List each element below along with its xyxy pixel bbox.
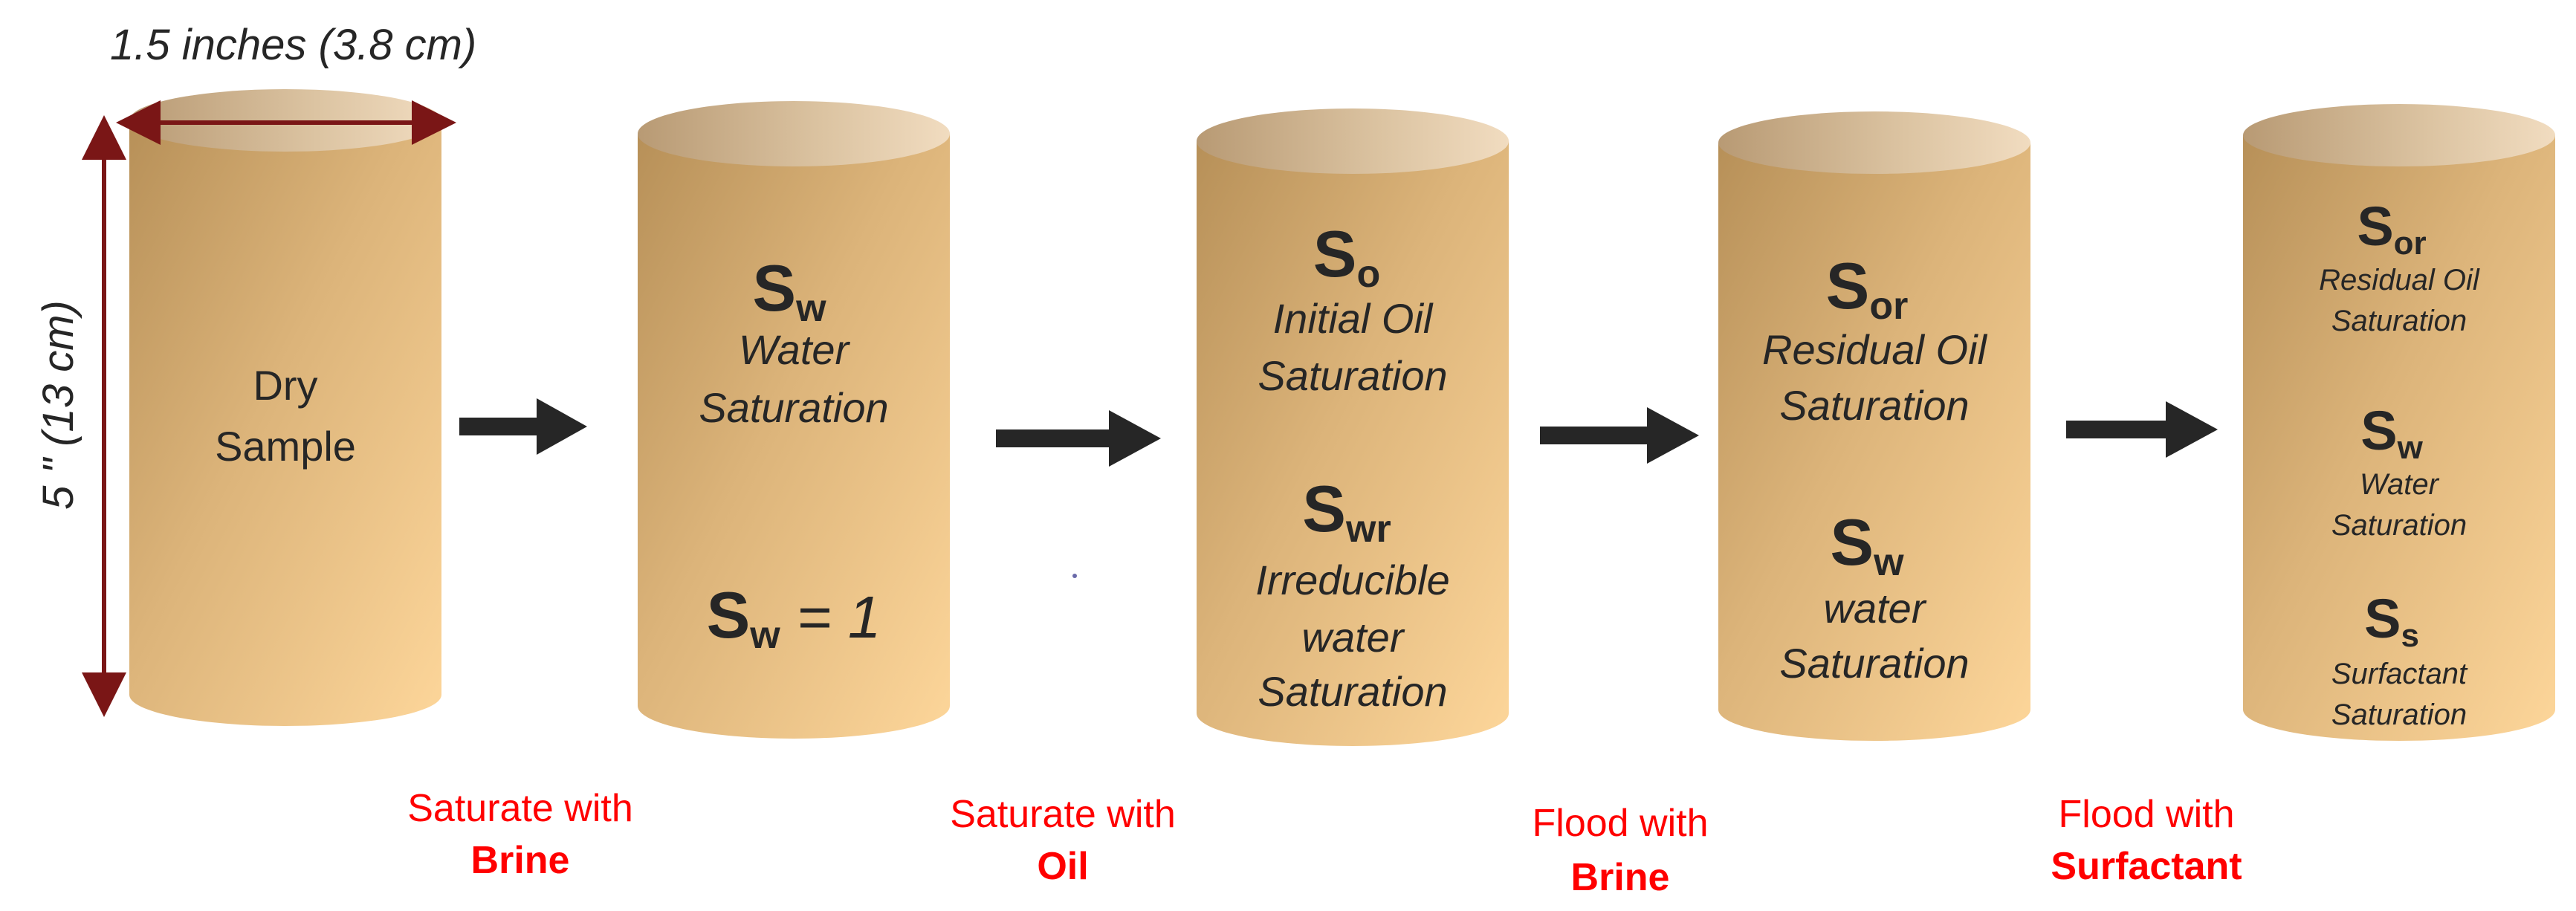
core-sample-5 <box>2243 104 2555 741</box>
symbol-sub: w <box>749 614 780 657</box>
saturation-symbol: Sw <box>1830 505 1904 584</box>
arrow-step-4 <box>2066 401 2218 458</box>
core-3-line-3: Saturation <box>1258 352 1447 399</box>
core-1-labels: Dry Sample <box>215 362 356 470</box>
symbol-main: S <box>1302 472 1346 545</box>
saturation-symbol: Sw <box>752 251 826 330</box>
step-caption-1: Saturate with Brine <box>407 787 633 882</box>
diameter-label: 1.5 inches (3.8 cm) <box>110 21 476 69</box>
core-3-line-2: Initial Oil <box>1273 295 1434 342</box>
core-3-line-7: Saturation <box>1258 668 1447 715</box>
step-1-line-2: Brine <box>471 839 570 882</box>
symbol-main: S <box>1826 249 1870 322</box>
sw-equals-one: Sw = 1 <box>707 578 881 657</box>
core-2-labels: Sw Water Saturation Sw = 1 <box>699 251 888 657</box>
symbol-sub: o <box>1356 253 1380 296</box>
core-3-line-6: water <box>1302 614 1405 661</box>
core-4-labels: Sor Residual Oil Saturation Sw water Sat… <box>1762 249 1987 687</box>
core-3-labels: So Initial Oil Saturation Swr Irreducibl… <box>1255 217 1449 715</box>
saturation-symbol: Sor <box>2357 195 2426 262</box>
core-4-line-2: Residual Oil <box>1762 326 1987 373</box>
core-5-line-5: Water <box>2360 468 2440 501</box>
symbol-main: S <box>1313 217 1357 291</box>
core-1-line-1: Dry <box>253 362 317 409</box>
saturation-symbol: Swr <box>1302 472 1391 551</box>
symbol-main: S <box>752 251 796 325</box>
core-5-line-9: Saturation <box>2331 698 2467 731</box>
symbol-sub: or <box>2394 225 2427 262</box>
stray-dot <box>1072 574 1077 578</box>
step-4-line-1: Flood with <box>2059 793 2235 836</box>
core-sample-3 <box>1197 108 1509 746</box>
core-5-labels: Sor Residual Oil Saturation Sw Water Sat… <box>2319 195 2480 731</box>
arrow-step-3 <box>1540 407 1699 464</box>
core-4-line-5: water <box>1824 585 1927 632</box>
step-caption-3: Flood with Brine <box>1533 802 1709 899</box>
step-1-line-1: Saturate with <box>407 787 633 830</box>
symbol-sub: w <box>2397 429 2424 466</box>
symbol-sub: w <box>795 287 826 330</box>
step-2-line-1: Saturate with <box>950 793 1176 836</box>
core-5-line-3: Saturation <box>2331 305 2467 337</box>
symbol-main: S <box>1830 505 1874 579</box>
symbol-main: S <box>707 578 751 652</box>
step-3-line-2: Brine <box>1571 856 1670 899</box>
core-sample-2 <box>638 101 950 739</box>
symbol-sub: or <box>1869 285 1908 328</box>
step-3-line-1: Flood with <box>1533 802 1709 845</box>
core-4-line-6: Saturation <box>1779 640 1969 687</box>
step-2-line-2: Oil <box>1037 845 1088 888</box>
symbol-main: S <box>2360 400 2397 461</box>
symbol-main: S <box>2357 195 2393 257</box>
core-4-line-3: Saturation <box>1779 382 1969 429</box>
step-4-line-2: Surfactant <box>2051 845 2242 888</box>
arrow-step-1 <box>459 398 587 455</box>
step-caption-4: Flood with Surfactant <box>2051 793 2242 888</box>
saturation-symbol: Sw <box>2360 400 2423 466</box>
core-5-line-2: Residual Oil <box>2319 264 2480 296</box>
symbol-sub: s <box>2401 617 2418 654</box>
saturation-symbol: So <box>1313 217 1380 296</box>
symbol-suffix: = 1 <box>780 584 881 650</box>
symbol-sub: w <box>1873 541 1904 584</box>
saturation-symbol: Sor <box>1826 249 1909 328</box>
core-5-line-8: Surfactant <box>2331 658 2468 690</box>
length-label: 5 " (13 cm) <box>34 300 82 510</box>
arrow-step-2 <box>996 410 1161 467</box>
symbol-main: S <box>2364 588 2401 649</box>
symbol-sub: wr <box>1345 508 1391 551</box>
core-sample-4 <box>1718 111 2030 741</box>
core-3-line-5: Irreducible <box>1255 557 1449 603</box>
core-1-line-2: Sample <box>215 423 356 470</box>
step-caption-2: Saturate with Oil <box>950 793 1176 888</box>
saturation-symbol: Ss <box>2364 588 2419 654</box>
core-5-line-6: Saturation <box>2331 509 2467 542</box>
core-2-line-2: Water <box>739 326 851 373</box>
core-2-line-3: Saturation <box>699 384 888 431</box>
